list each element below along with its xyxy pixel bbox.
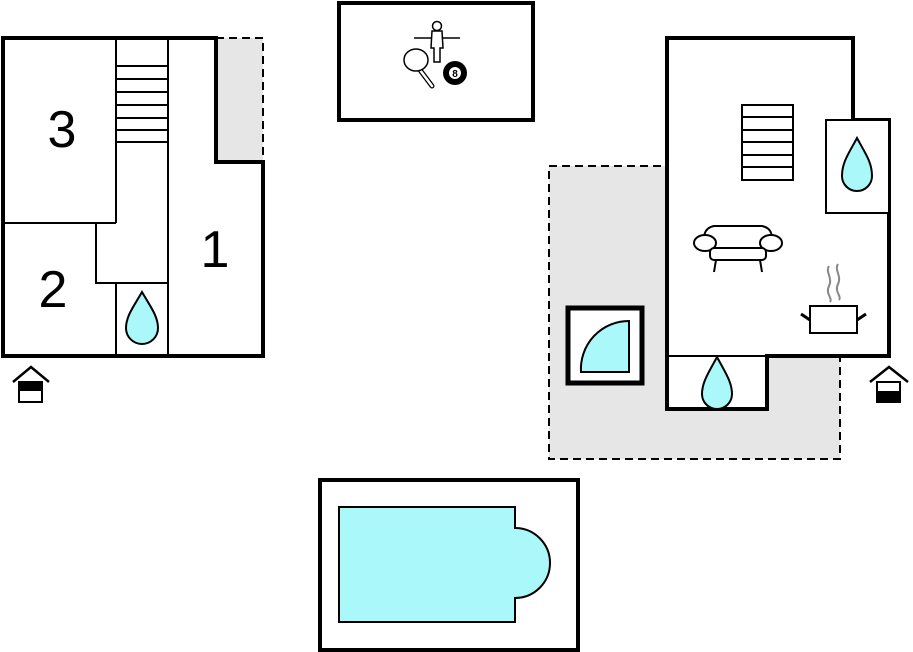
room-label-1: 1 (201, 221, 230, 279)
game-room-wall (337, 1, 535, 122)
water-drop-icon (700, 354, 734, 410)
left-terrace (215, 37, 264, 163)
right-building (548, 36, 909, 460)
pool-area-wall (318, 478, 580, 652)
billiard-ball-number: 8 (452, 69, 458, 80)
room-label-3: 3 (48, 101, 77, 159)
swimming-pool (338, 506, 551, 623)
right-outer-wall (665, 36, 891, 411)
staircase-icon (116, 65, 168, 131)
staircase-icon (741, 104, 794, 181)
shower-icon (565, 305, 645, 386)
pool-area (318, 478, 580, 652)
billiard-ball-icon: 8 (443, 61, 467, 85)
water-drop-icon (840, 135, 874, 192)
foosball-icon (414, 20, 460, 63)
left-building: 3 2 1 (1, 36, 265, 403)
entrance-icon (869, 365, 909, 403)
water-drop-icon (124, 289, 160, 345)
ping-pong-paddle-icon (403, 48, 435, 89)
game-room: 8 (337, 1, 535, 122)
sofa-icon (693, 225, 783, 273)
kitchen-pot-icon (800, 263, 867, 334)
wall-hall (95, 222, 168, 284)
right-shower-box (825, 119, 890, 214)
entrance-icon (12, 365, 50, 403)
room-label-2: 2 (39, 261, 68, 319)
left-outer-wall (1, 36, 265, 358)
